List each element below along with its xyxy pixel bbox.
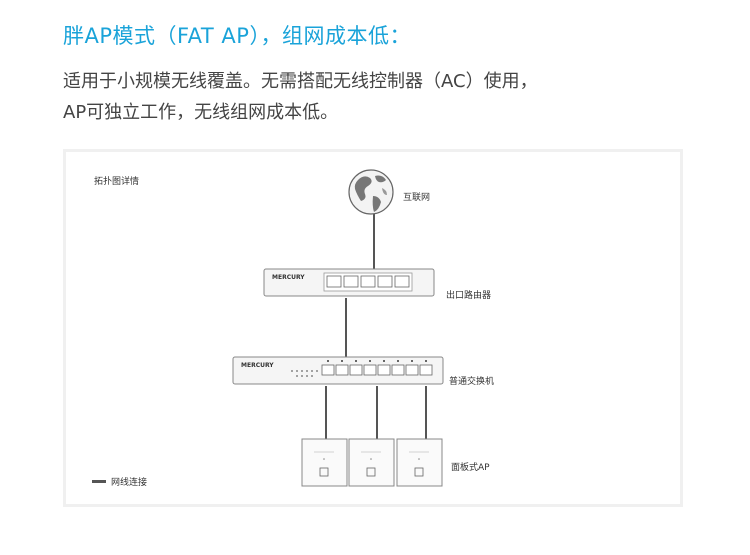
description-line-2: AP可独立工作，无线组网成本低。: [63, 102, 339, 123]
switch-device: [232, 356, 444, 385]
diagram-graphics: [232, 169, 444, 487]
globe-icon: [348, 169, 394, 215]
legend: 网线连接: [92, 475, 147, 488]
page-heading: 胖AP模式（FAT AP），组网成本低：: [63, 24, 411, 48]
label-router: 出口路由器: [446, 291, 492, 301]
diagram-canvas: 拓扑图详情: [66, 152, 680, 504]
label-ap: 面板式AP: [451, 463, 490, 473]
ap-device-1: [301, 438, 348, 487]
cable-lines: [325, 212, 427, 439]
switch-brand-logo: MERCURY: [241, 362, 274, 369]
description: 适用于小规模无线覆盖。无需搭配无线控制器（AC）使用， AP可独立工作，无线组网…: [63, 66, 538, 128]
legend-line-swatch: [92, 480, 106, 483]
ap-device-2: [348, 438, 395, 487]
description-line-1: 适用于小规模无线覆盖。无需搭配无线控制器（AC）使用，: [63, 71, 538, 92]
label-switch: 普通交换机: [449, 377, 495, 387]
diagram-title: 拓扑图详情: [94, 177, 140, 187]
legend-label: 网线连接: [111, 478, 148, 488]
router-device: [263, 268, 435, 297]
label-internet: 互联网: [403, 193, 431, 203]
topology-diagram: 拓扑图详情: [63, 149, 683, 507]
ap-device-3: [396, 438, 443, 487]
router-brand-logo: MERCURY: [272, 274, 305, 281]
